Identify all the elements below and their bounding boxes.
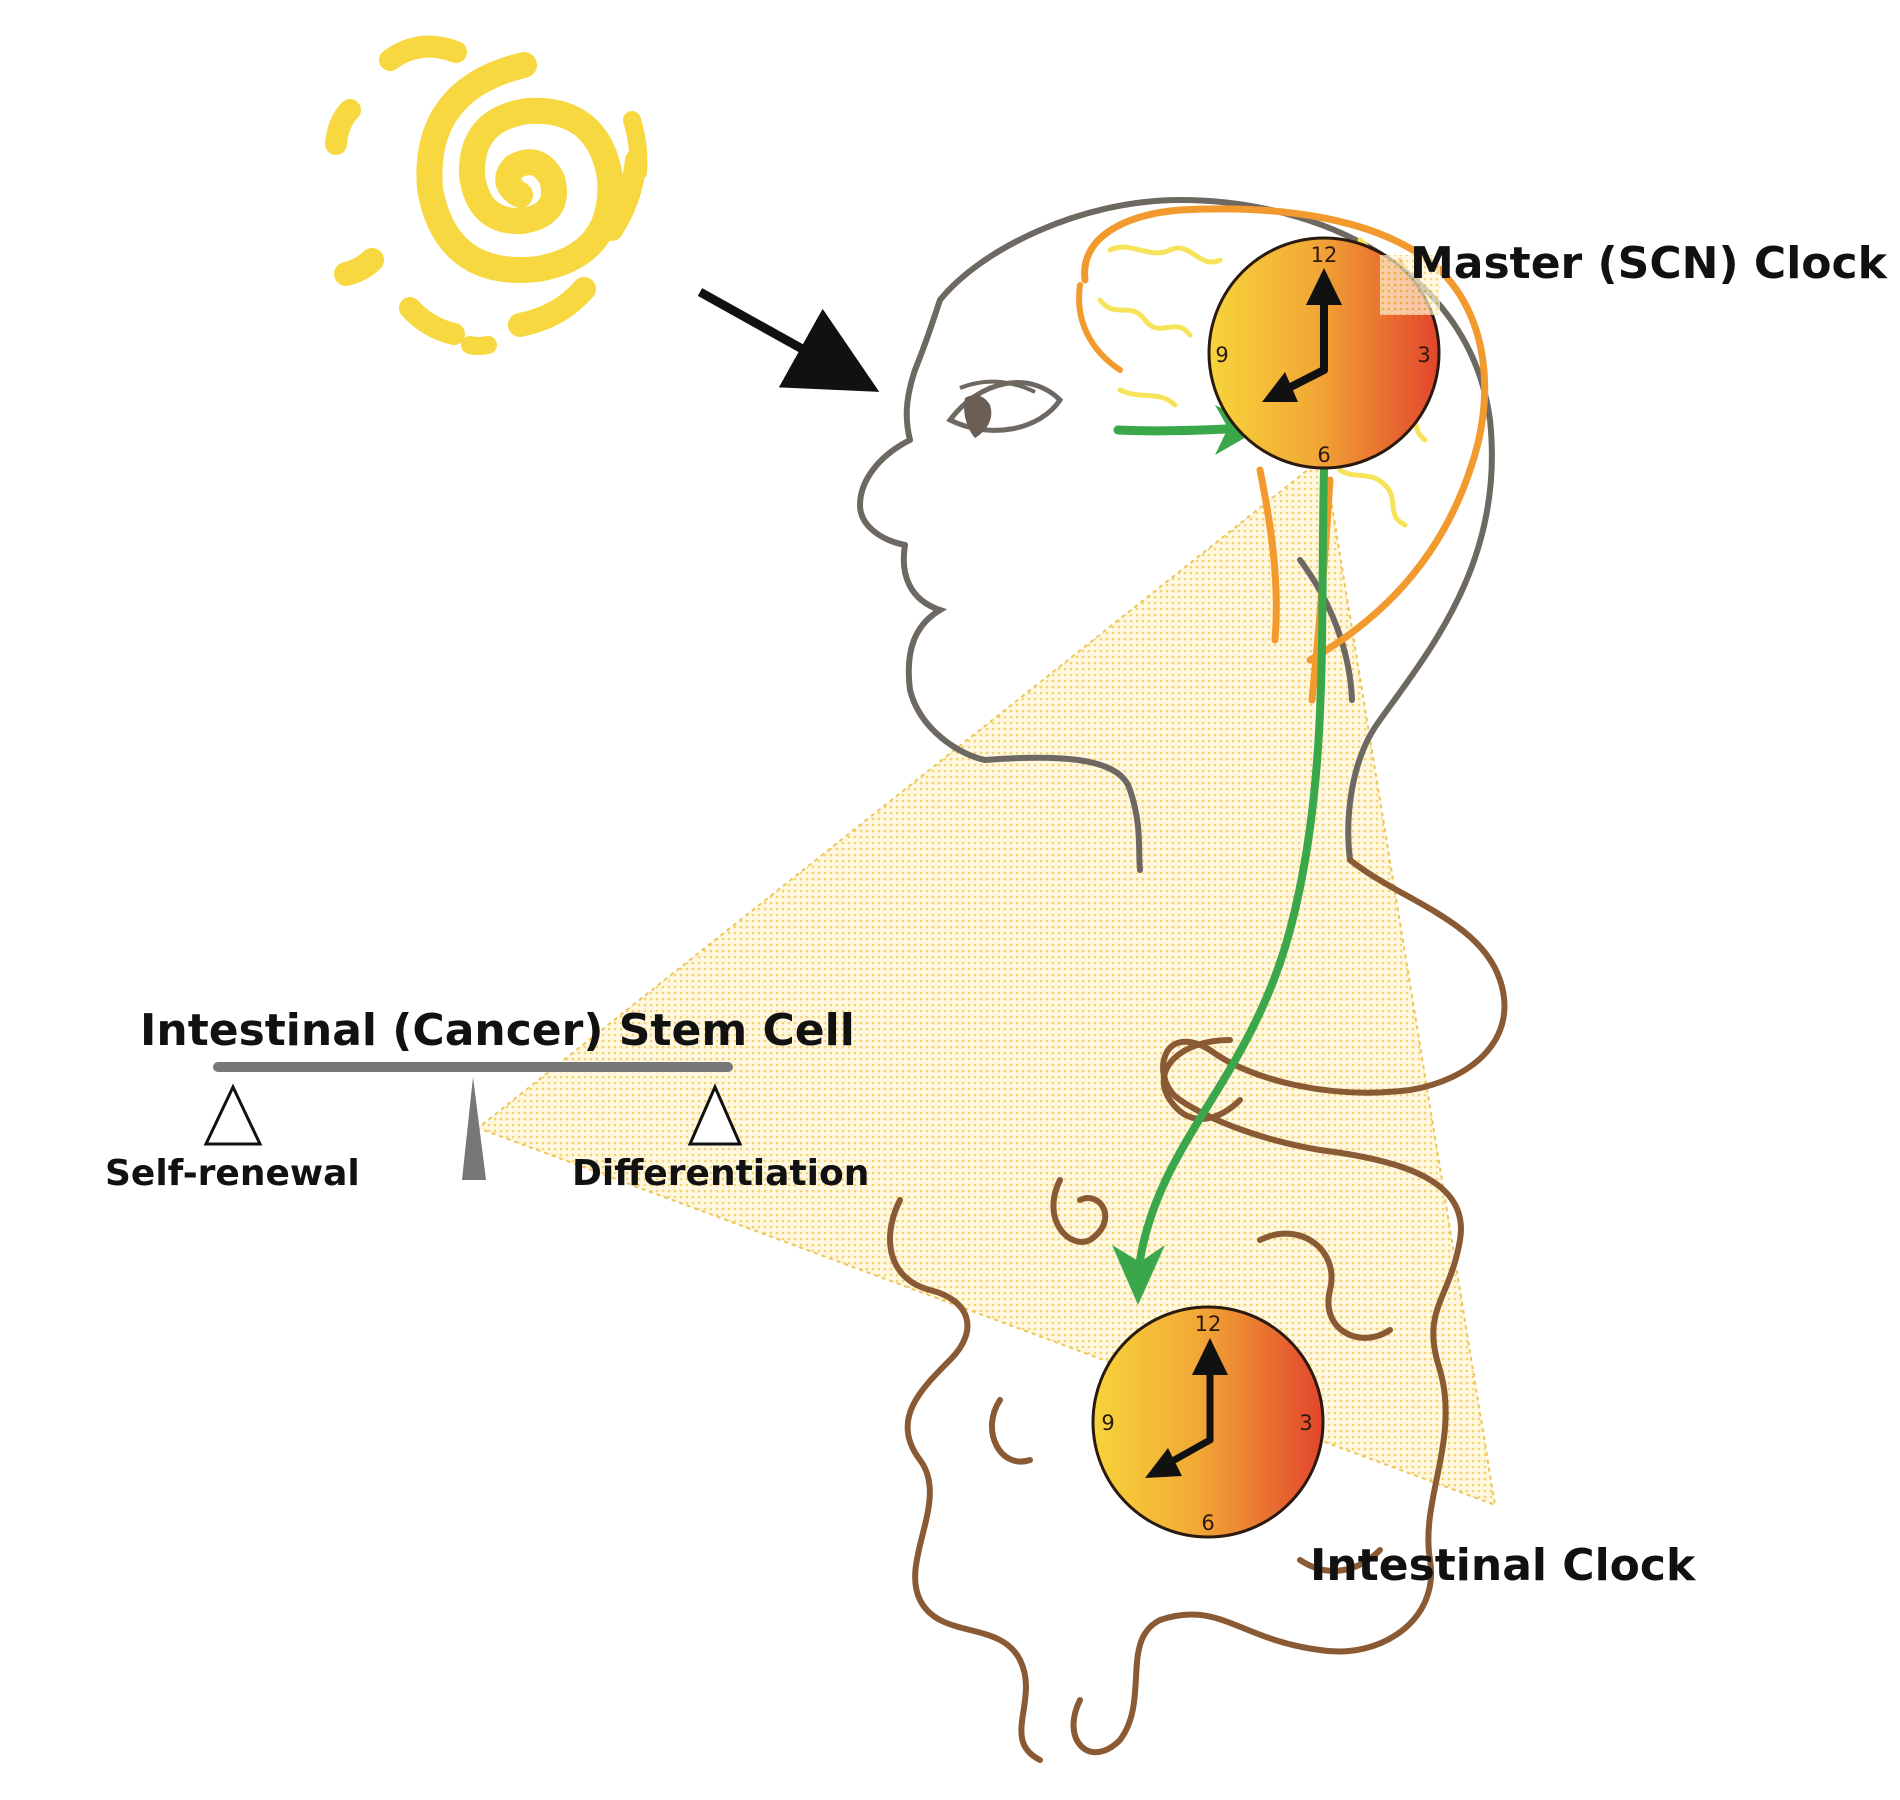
numeral-9: 9 [1101,1411,1114,1435]
eye [946,379,1064,438]
numeral-6: 6 [1201,1511,1214,1535]
numeral-9: 9 [1215,343,1228,367]
numeral-6: 6 [1317,443,1330,467]
head-outline [856,196,1495,873]
numeral-3: 3 [1299,1411,1312,1435]
differentiation-label: Differentiation [572,1153,869,1194]
signal-arrowhead-intestine [1112,1245,1165,1305]
numeral-12: 12 [1195,1312,1222,1336]
intestine [887,857,1508,1763]
master-clock: 12 3 6 9 [1207,236,1441,470]
light-arrow [697,288,880,392]
intestinal-clock-label: Intestinal Clock [1310,1540,1697,1591]
numeral-3: 3 [1417,343,1430,367]
balance-fulcrum [462,1077,486,1180]
sun-icon [325,35,648,355]
clock-highlight [1380,255,1440,315]
scale-icon [203,1062,743,1180]
zoom-cone [475,455,1497,1507]
master-clock-label: Master (SCN) Clock [1410,238,1889,289]
self-renewal-label: Self-renewal [105,1153,360,1194]
differentiation-weight [687,1083,743,1146]
self-renewal-weight [203,1083,263,1146]
numeral-12: 12 [1311,243,1338,267]
stem-cell-label: Intestinal (Cancer) Stem Cell [140,1005,855,1056]
intestinal-clock: 12 3 6 9 [1091,1305,1325,1539]
